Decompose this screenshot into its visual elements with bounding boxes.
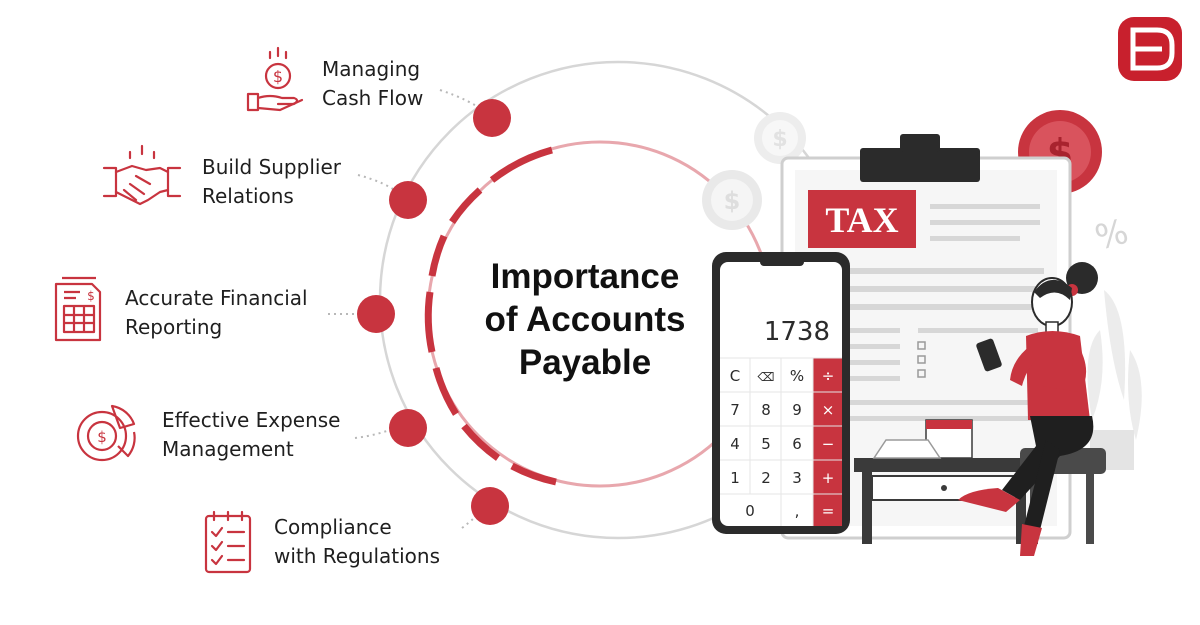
page-title: Importance of Accounts Payable — [440, 255, 730, 384]
item-label-line: Build Supplier — [202, 155, 341, 179]
item-label-effective-expense-management: Effective Expense Management — [162, 406, 341, 464]
calculator-key: ⌫ — [757, 370, 775, 384]
coin-icon-grey-top: $ — [754, 112, 806, 164]
ring-nodes — [357, 99, 511, 525]
svg-text:%: % — [1091, 212, 1133, 259]
plant-illustration — [1087, 290, 1142, 470]
calculator-ops-column — [813, 358, 842, 526]
page-title-line: Importance — [490, 257, 680, 296]
item-label-line: Cash Flow — [322, 86, 424, 110]
calculator-key: 1 — [730, 469, 740, 487]
ring-node — [471, 487, 509, 525]
financial-report-icon: $ — [54, 276, 102, 342]
ring-node — [389, 409, 427, 447]
item-label-build-supplier-relations: Build Supplier Relations — [202, 153, 341, 211]
calculator-key: ÷ — [822, 367, 835, 385]
svg-text:$: $ — [87, 289, 95, 303]
cash-hand-icon: $ — [246, 46, 304, 112]
calculator-key: 7 — [730, 401, 740, 419]
calculator-key: × — [822, 401, 835, 419]
item-label-line: Accurate Financial — [125, 286, 308, 310]
item-label-line: Management — [162, 437, 294, 461]
calculator-illustration — [712, 252, 850, 534]
person-illustration — [958, 262, 1098, 556]
item-label-line: Reporting — [125, 315, 223, 339]
item-label-accurate-financial-reporting: Accurate Financial Reporting — [125, 284, 308, 342]
calculator-key: = — [822, 502, 835, 520]
calculator-key: 9 — [792, 401, 802, 419]
ring-node — [357, 295, 395, 333]
item-label-line: Managing — [322, 57, 421, 81]
ring-node — [389, 181, 427, 219]
item-label-line: Compliance — [274, 515, 392, 539]
checklist-icon — [204, 510, 252, 574]
calculator-key: 2 — [761, 469, 771, 487]
page-title-line: Payable — [518, 343, 652, 382]
calculator-key: − — [822, 435, 835, 453]
percent-icon: % — [1091, 212, 1133, 259]
calculator-key: 5 — [761, 435, 771, 453]
item-label-compliance-with-regulations: Compliance with Regulations — [274, 513, 440, 571]
desk-illustration — [854, 419, 1034, 544]
tax-label: TAX — [825, 200, 898, 240]
tax-badge — [808, 190, 916, 248]
item-label-line: with Regulations — [274, 544, 441, 568]
brand-logo-icon — [1118, 17, 1182, 81]
calculator-key: 3 — [792, 469, 802, 487]
svg-text:$: $ — [97, 428, 107, 446]
red-arc-segments — [424, 146, 557, 486]
ring-node — [473, 99, 511, 137]
calculator-key: 4 — [730, 435, 740, 453]
calculator-key: 0 — [745, 502, 755, 520]
coin-icon-grey-left: $ — [702, 170, 762, 230]
calculator-key: % — [790, 367, 804, 385]
svg-text:$: $ — [273, 67, 283, 86]
svg-text:$: $ — [772, 127, 787, 152]
calculator-key: C — [730, 367, 740, 385]
calculator-display: 1738 — [764, 317, 830, 347]
calculator-key: , — [795, 502, 800, 520]
expense-chart-icon: $ — [76, 404, 136, 462]
calculator-key: 6 — [792, 435, 802, 453]
svg-text:$: $ — [724, 187, 741, 215]
item-label-managing-cash-flow: Managing Cash Flow — [322, 55, 423, 113]
calculator-key: + — [822, 469, 835, 487]
item-label-line: Effective Expense — [162, 408, 341, 432]
calculator-keypad: C ⌫% ÷ 7 8 9 × 4 5 6 − 1 2 3 +0, = — [730, 367, 835, 520]
calculator-key: 8 — [761, 401, 771, 419]
page-title-line: of Accounts — [484, 300, 686, 339]
item-label-line: Relations — [202, 184, 294, 208]
handshake-icon — [102, 144, 182, 206]
